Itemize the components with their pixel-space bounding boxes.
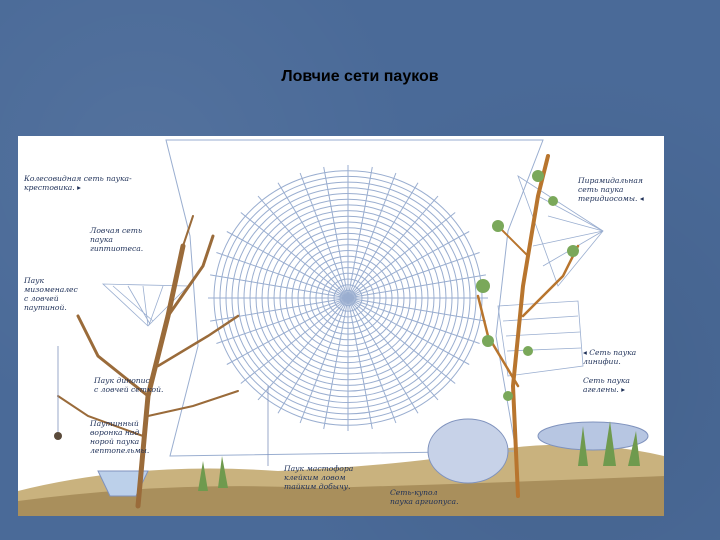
web-radial [347, 297, 470, 365]
hanging-threads [57, 346, 269, 466]
web-radial [347, 195, 439, 299]
web-radial [216, 252, 349, 299]
web-spiral-ring [243, 198, 453, 398]
web-spiral-ring [297, 250, 399, 346]
web-spiral-ring [315, 267, 381, 329]
web-radial [257, 195, 349, 299]
web-radial [299, 297, 349, 424]
web-radial [240, 212, 349, 299]
web-radial [347, 297, 480, 344]
label-funnel-web: Паутинный воронка над норой паука лептоп… [90, 419, 150, 455]
web-spiral-ring [339, 289, 357, 307]
web-radial [347, 231, 470, 299]
web-radial [347, 297, 439, 401]
web-drawing [18, 139, 664, 516]
label-linyphia-web: ◂ Сеть паука линифии. [583, 348, 637, 366]
web-spiral-ring [225, 181, 471, 415]
pyramid-web [517, 175, 604, 287]
label-dome-web: Сеть-купол паука аргиопуса. [390, 488, 459, 506]
ground-shadow [18, 476, 664, 516]
web-radial [347, 252, 480, 299]
web-spiral-ring [321, 272, 375, 324]
web-spiral-ring [267, 221, 429, 375]
label-orb-web: Колесовидная сеть паука- крестовика. ▸ [24, 174, 132, 192]
web-spiral-ring [219, 175, 477, 421]
label-sheet-web: Сеть паука агелены. ▸ [583, 376, 630, 394]
web-radial [299, 172, 349, 299]
hanging-spider [54, 432, 62, 440]
web-spiral-ring [255, 210, 441, 386]
web-radial [240, 297, 349, 384]
web-radial [323, 166, 349, 299]
linyphia-web [497, 300, 584, 377]
label-pyramid-web: Пирамидальная сеть паука теридиосомы. ◂ [578, 176, 644, 203]
right-tree-leaves [476, 170, 579, 401]
web-spiral-ring [309, 261, 387, 335]
web-spiral-ring [261, 215, 435, 381]
web-radial [347, 166, 373, 299]
web-radial [277, 182, 349, 299]
web-spiral-ring [333, 284, 363, 312]
web-radial [347, 274, 486, 299]
web-radial [347, 297, 486, 322]
sheet-web [537, 421, 649, 451]
dome-web [427, 418, 509, 484]
spider-web-illustration: Колесовидная сеть паука- крестовика. ▸ Л… [18, 136, 664, 516]
web-radial [216, 297, 349, 344]
web-radial [210, 297, 349, 322]
web-radial [347, 172, 397, 299]
web-radial [277, 297, 349, 414]
web-spiral-ring [213, 170, 483, 426]
web-spiral-ring [303, 255, 393, 341]
web-spiral-ring [279, 232, 417, 364]
web-spiral-ring [249, 204, 447, 392]
funnel-web [97, 470, 149, 497]
web-spiral-ring [231, 187, 465, 409]
label-mastophora: Паук мастофора клейким ловом тайким добы… [284, 464, 354, 491]
label-dinopis: Паук динопис с ловчей сеткой. [94, 376, 164, 394]
web-spiral-ring [291, 244, 405, 352]
web-radial [347, 297, 397, 424]
web-radial [347, 182, 419, 299]
web-spiral-ring [237, 193, 459, 403]
web-spiral-ring [327, 278, 369, 318]
web-radial [257, 297, 349, 401]
web-radial [210, 274, 349, 299]
web-spiral-ring [273, 227, 423, 369]
label-sail-web: Ловчая сеть паука гиптиотеса. [90, 226, 144, 253]
slide-title: Ловчие сети пауков [281, 68, 439, 85]
grass [198, 421, 640, 491]
left-tree [57, 215, 240, 509]
web-radial [347, 297, 456, 384]
web-radial [347, 297, 373, 430]
web-radial [347, 297, 419, 414]
web-radial [323, 297, 349, 430]
orb-web [165, 139, 544, 457]
label-mimicking-spider: Паук мизоменалес с ловчей паутиной. [24, 276, 78, 312]
web-radial [226, 297, 349, 365]
web-radial [347, 212, 456, 299]
web-radial [226, 231, 349, 299]
web-spiral-ring [285, 238, 411, 358]
